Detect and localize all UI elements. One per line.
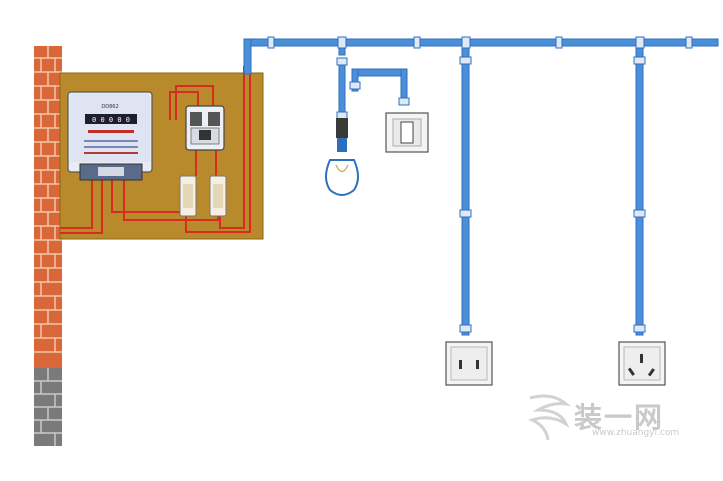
meter-reading: 0 0 0 0 0	[92, 116, 130, 124]
meter-model: DD862	[101, 104, 118, 110]
breaker-icon	[185, 105, 225, 151]
three-pin-socket-icon	[618, 341, 666, 386]
energy-meter-icon: 0 0 0 0 0 DD862	[67, 91, 153, 181]
light-bulb-icon	[325, 118, 359, 196]
fuse-icon	[179, 175, 227, 217]
meter-display	[85, 114, 137, 124]
brick-wall	[34, 46, 62, 368]
foundation-blocks	[34, 368, 62, 446]
watermark-logo	[527, 394, 571, 441]
conduit-clips	[267, 36, 693, 333]
two-pin-socket-icon	[445, 341, 493, 386]
watermark-subtext: www.zhuangyi.com	[592, 428, 680, 438]
conduit-network	[243, 38, 719, 336]
wall-switch-icon	[385, 112, 429, 153]
watermark-text: 装一网	[574, 401, 665, 434]
